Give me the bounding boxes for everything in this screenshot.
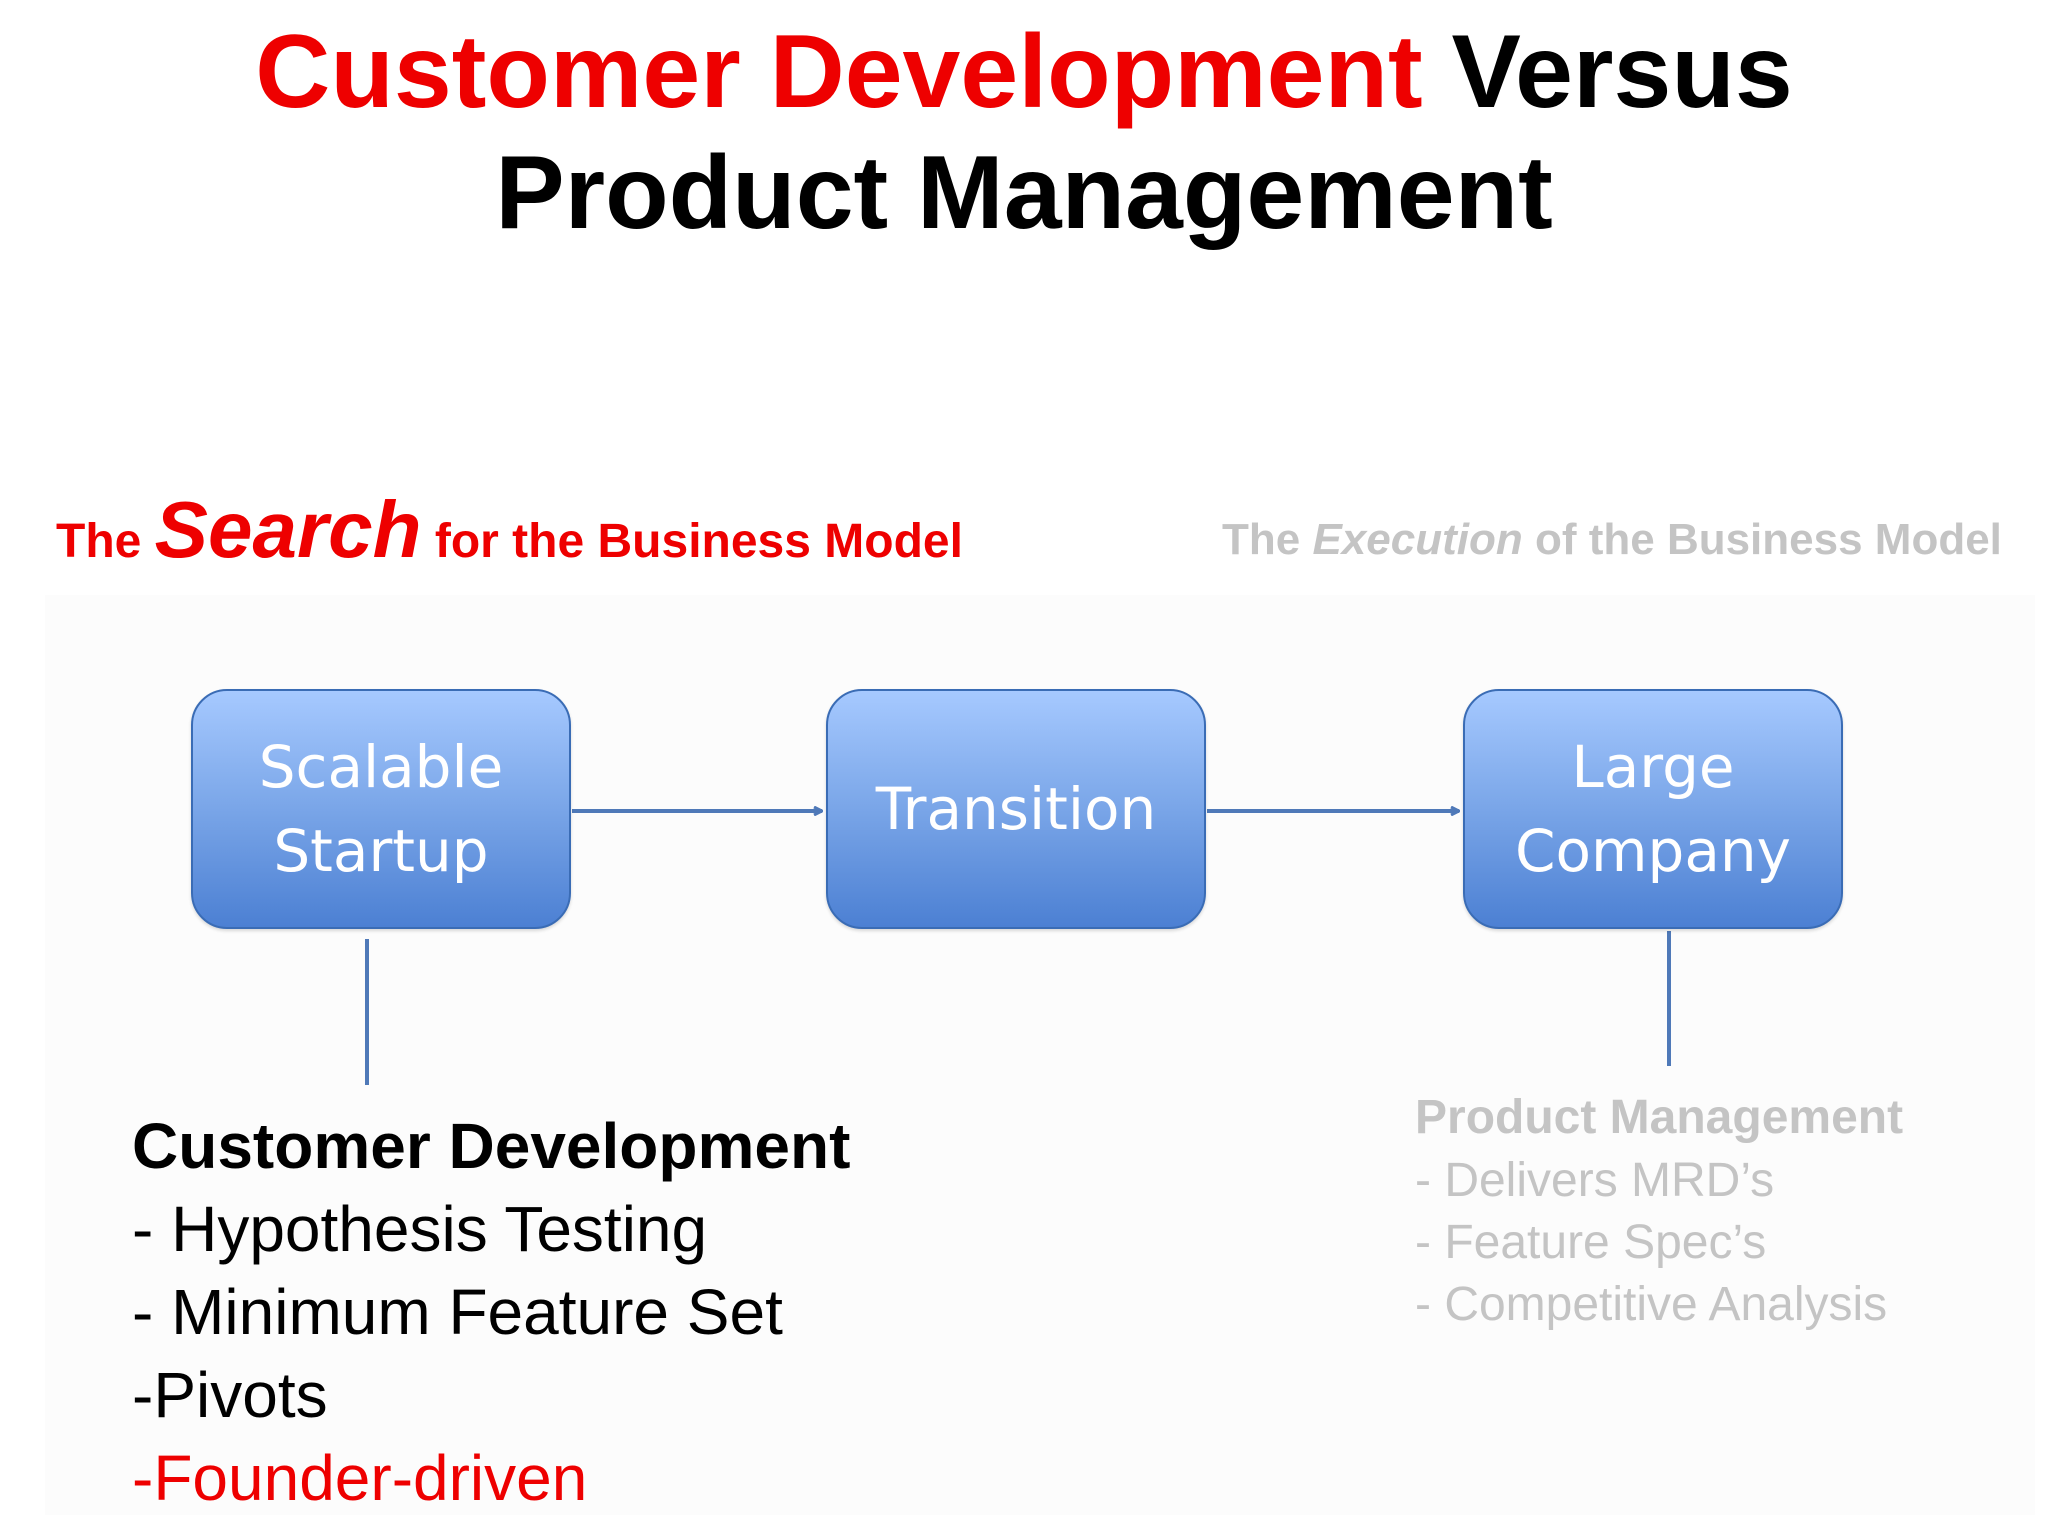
box-startup-line-2: Startup xyxy=(273,817,489,885)
title-highlight: Customer Development xyxy=(255,14,1423,130)
pm-item-competitive-analysis: - Competitive Analysis xyxy=(1415,1278,1888,1331)
pm-item-feature-specs: - Feature Spec’s xyxy=(1415,1216,1767,1269)
product-management-heading: Product Management xyxy=(1415,1091,1904,1144)
pm-item-delivers-mrds: - Delivers MRD’s xyxy=(1415,1154,1775,1207)
box-transition-line-1: Transition xyxy=(875,775,1157,843)
execution-heading-post: of the Business Model xyxy=(1522,515,2002,564)
customer-development-list: Customer Development - Hypothesis Testin… xyxy=(132,1104,850,1520)
execution-heading-pre: The xyxy=(1222,515,1313,564)
search-heading-post: for the Business Model xyxy=(421,515,963,568)
cd-item-hypothesis-testing: - Hypothesis Testing xyxy=(132,1193,708,1265)
title-versus: Versus xyxy=(1422,14,1793,130)
execution-heading: The Execution of the Business Model xyxy=(1222,510,2002,570)
large-company-box: Large Company xyxy=(1463,689,1843,929)
execution-heading-emphasis: Execution xyxy=(1312,515,1523,564)
title-line-1: Customer Development Versus xyxy=(0,12,2048,132)
box-startup-line-1: Scalable xyxy=(258,733,504,801)
cd-item-minimum-feature-set: - Minimum Feature Set xyxy=(132,1276,783,1348)
box-company-line-2: Company xyxy=(1515,817,1791,885)
product-management-list: Product Management - Delivers MRD’s - Fe… xyxy=(1415,1086,1903,1336)
customer-development-heading: Customer Development xyxy=(132,1110,851,1182)
cd-item-founder-driven: -Founder-driven xyxy=(132,1442,588,1514)
search-heading-emphasis: Search xyxy=(154,485,422,574)
scalable-startup-box: Scalable Startup xyxy=(191,689,571,929)
title-line-2: Product Management xyxy=(495,135,1553,251)
cd-item-pivots: -Pivots xyxy=(132,1359,328,1431)
search-heading-pre: The xyxy=(56,515,155,568)
search-heading: The Search for the Business Model xyxy=(56,480,963,592)
transition-box: Transition xyxy=(826,689,1206,929)
box-company-line-1: Large xyxy=(1571,733,1735,801)
